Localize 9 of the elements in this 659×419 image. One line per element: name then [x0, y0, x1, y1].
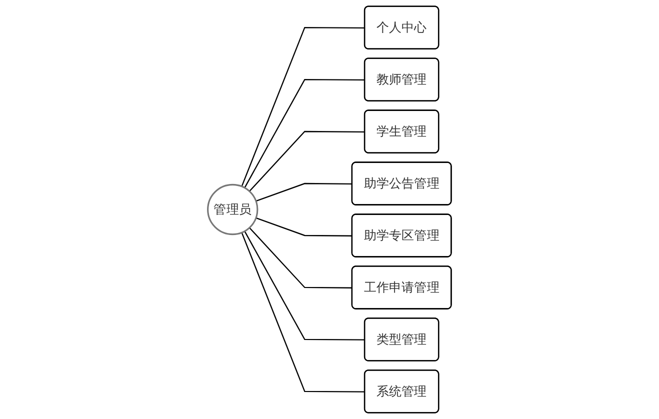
connector [244, 230, 365, 340]
connector [241, 26, 365, 187]
connector [244, 78, 365, 188]
connector [249, 130, 365, 192]
connector [256, 182, 352, 202]
connector [256, 217, 352, 236]
connector [241, 232, 365, 392]
connector [249, 227, 352, 288]
node-circle: 管理员 [207, 184, 258, 236]
